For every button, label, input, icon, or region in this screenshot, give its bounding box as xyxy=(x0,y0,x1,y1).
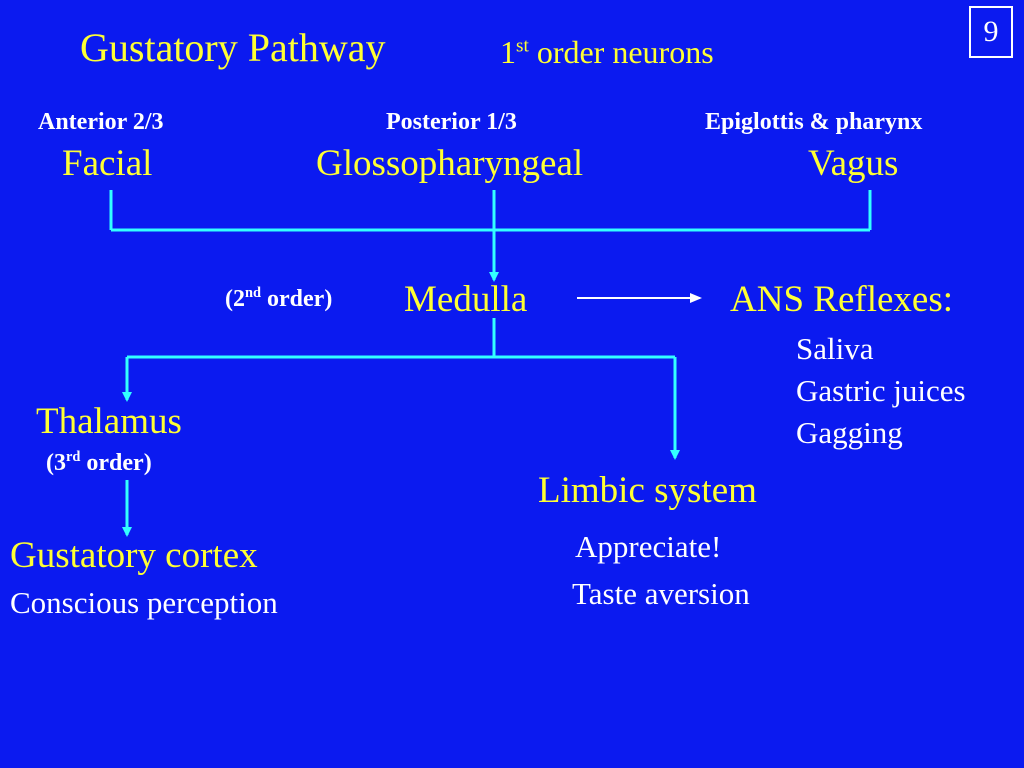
thalamus: Thalamus xyxy=(36,401,182,442)
title: Gustatory Pathway xyxy=(80,25,386,70)
limbic-item-appreciate: Appreciate! xyxy=(575,529,722,564)
slide-number-box: 9 xyxy=(969,6,1013,58)
region-anterior: Anterior 2/3 xyxy=(38,109,164,135)
limbic-system: Limbic system xyxy=(538,470,757,511)
gustatory-cortex: Gustatory cortex xyxy=(10,535,258,576)
ans-item-saliva: Saliva xyxy=(796,331,874,366)
nerve-facial: Facial xyxy=(62,143,153,184)
ans-reflexes-title: ANS Reflexes: xyxy=(730,279,953,320)
medulla: Medulla xyxy=(404,279,528,320)
nerve-glossopharyngeal: Glossopharyngeal xyxy=(316,143,584,184)
subtitle: 1st order neurons xyxy=(500,34,714,70)
third-order-label: (3rd order) xyxy=(46,449,152,476)
ans-item-gagging: Gagging xyxy=(796,415,903,450)
region-epiglottis: Epiglottis & pharynx xyxy=(705,109,923,135)
region-posterior: Posterior 1/3 xyxy=(386,109,517,135)
nerve-vagus: Vagus xyxy=(808,143,899,184)
limbic-item-taste-aversion: Taste aversion xyxy=(572,576,750,611)
conscious-perception: Conscious perception xyxy=(10,585,278,620)
second-order-label: (2nd order) xyxy=(225,285,333,312)
ans-item-gastric-juices: Gastric juices xyxy=(796,373,966,408)
